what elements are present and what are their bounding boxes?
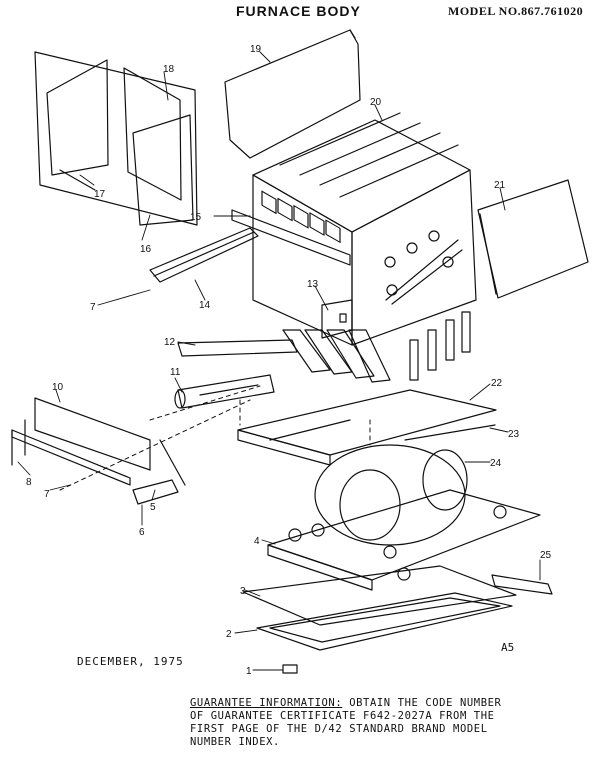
guarantee-line-1: OBTAIN THE CODE NUMBER bbox=[342, 697, 502, 709]
callout-15: 15 bbox=[190, 212, 202, 223]
callout-24: 24 bbox=[490, 458, 502, 469]
part-filter bbox=[242, 565, 517, 626]
callout-14: 14 bbox=[199, 300, 211, 311]
part-panel-set bbox=[34, 51, 198, 226]
callout-21: 21 bbox=[494, 180, 506, 191]
issue-date: DECEMBER, 1975 bbox=[77, 655, 184, 668]
callout-19: 19 bbox=[250, 44, 262, 55]
model-number: MODEL NO.867.761020 bbox=[448, 4, 584, 18]
callout-1: 1 bbox=[246, 666, 252, 677]
callout-8: 8 bbox=[26, 477, 32, 488]
callout-leaders bbox=[17, 51, 541, 671]
part-burners bbox=[174, 339, 298, 409]
part-burner-manifold bbox=[149, 227, 259, 283]
guarantee-information: GUARANTEE INFORMATION: OBTAIN THE CODE N… bbox=[190, 697, 501, 749]
part-bottom-pan bbox=[237, 389, 497, 466]
callout-22: 22 bbox=[491, 378, 503, 389]
part-side-panel bbox=[477, 179, 589, 299]
assembly-guide-lines bbox=[59, 385, 371, 491]
part-right-bracket bbox=[132, 439, 186, 505]
callout-12: 12 bbox=[164, 337, 176, 348]
callout-7-bottom: 7 bbox=[44, 489, 50, 500]
guarantee-line-3: FIRST PAGE OF THE D/42 STANDARD BRAND MO… bbox=[190, 723, 488, 735]
part-filter-frame bbox=[256, 592, 513, 651]
part-burner-ports bbox=[282, 329, 391, 383]
guarantee-line-2a: OF GUARANTEE CERTIFICATE bbox=[190, 710, 364, 722]
part-top-cover bbox=[224, 29, 361, 159]
callout-4: 4 bbox=[254, 536, 260, 547]
callout-18: 18 bbox=[163, 64, 175, 75]
sheet-code: A5 bbox=[501, 641, 515, 654]
guarantee-line-4: NUMBER INDEX. bbox=[190, 736, 280, 748]
part-blower bbox=[314, 444, 468, 546]
callout-5: 5 bbox=[150, 502, 156, 513]
diagram-title: FURNACE BODY bbox=[236, 3, 361, 19]
callout-11: 11 bbox=[170, 367, 181, 378]
callout-23: 23 bbox=[508, 429, 520, 440]
callout-25: 25 bbox=[540, 550, 552, 561]
callout-17: 17 bbox=[94, 189, 106, 200]
callout-20: 20 bbox=[370, 97, 382, 108]
part-rail bbox=[491, 574, 553, 595]
callout-13: 13 bbox=[307, 279, 319, 290]
part-base-plate bbox=[267, 489, 541, 591]
part-heat-exchanger bbox=[252, 112, 477, 381]
guarantee-heading: GUARANTEE INFORMATION: bbox=[190, 697, 343, 709]
part-control-bracket bbox=[321, 299, 353, 339]
callout-numbers: 16 17 18 19 20 21 15 14 7 13 12 11 22 23… bbox=[26, 44, 552, 677]
part-left-frame bbox=[11, 397, 151, 486]
callout-16: 16 bbox=[140, 244, 152, 255]
callout-7-top: 7 bbox=[90, 302, 96, 313]
part-front-strip bbox=[231, 209, 351, 266]
callout-6: 6 bbox=[139, 527, 145, 538]
callout-2: 2 bbox=[226, 629, 232, 640]
callout-10: 10 bbox=[52, 382, 64, 393]
part-clip bbox=[282, 664, 298, 674]
certificate-code: F642-2027A bbox=[363, 710, 433, 722]
guarantee-line-2b: FROM THE bbox=[432, 710, 495, 722]
callout-3: 3 bbox=[240, 586, 246, 597]
